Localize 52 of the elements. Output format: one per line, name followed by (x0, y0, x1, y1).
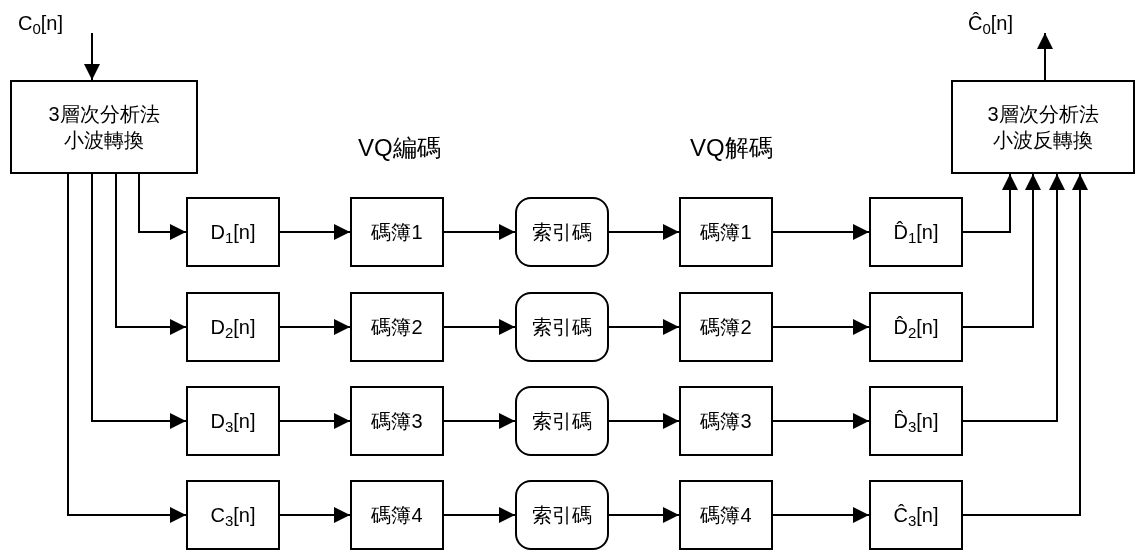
arrow (115, 173, 187, 335)
process-box: 碼簿3 (350, 386, 444, 456)
process-box: 3層次分析法小波轉換 (10, 80, 198, 174)
process-box: D$_{1}$[n] (186, 197, 280, 267)
arrow (91, 173, 187, 429)
process-box: 碼簿4 (350, 480, 444, 550)
arrow (84, 32, 100, 81)
arrow (772, 507, 870, 523)
arrow (608, 319, 680, 335)
process-box: 碼簿1 (350, 197, 444, 267)
arrow (443, 224, 516, 240)
arrow (962, 173, 1018, 233)
process-box: 碼簿1 (679, 197, 773, 267)
arrow (608, 413, 680, 429)
process-box: Ĉ$_{3}$[n] (869, 480, 963, 550)
arrow (1037, 32, 1053, 81)
arrow (279, 224, 351, 240)
stage-label: VQ編碼 (358, 133, 441, 163)
process-box: D̂$_{1}$[n] (869, 197, 963, 267)
arrow (772, 224, 870, 240)
process-box: 3層次分析法小波反轉換 (951, 80, 1135, 174)
process-box: D$_{3}$[n] (186, 386, 280, 456)
process-box: 碼簿2 (350, 292, 444, 362)
arrow (962, 173, 1088, 516)
arrow (279, 507, 351, 523)
stage-label: VQ解碼 (690, 133, 773, 163)
process-box: 碼簿3 (679, 386, 773, 456)
arrow (608, 224, 680, 240)
rounded-box: 索引碼 (515, 292, 609, 362)
arrow (443, 413, 516, 429)
process-box: 碼簿4 (679, 480, 773, 550)
signal-label: C$_{0}$[n] (18, 11, 64, 38)
process-box: C$_{3}$[n] (186, 480, 280, 550)
rounded-box: 索引碼 (515, 197, 609, 267)
arrow (772, 413, 870, 429)
arrow (962, 173, 1065, 422)
rounded-box: 索引碼 (515, 386, 609, 456)
rounded-box: 索引碼 (515, 480, 609, 550)
arrow (443, 319, 516, 335)
arrow (138, 173, 187, 240)
signal-label: Ĉ$_{0}$[n] (968, 11, 1014, 38)
arrow (279, 319, 351, 335)
process-box: D̂$_{3}$[n] (869, 386, 963, 456)
arrow (443, 507, 516, 523)
arrow (962, 173, 1041, 328)
process-box: D̂$_{2}$[n] (869, 292, 963, 362)
process-box: D$_{2}$[n] (186, 292, 280, 362)
arrow (772, 319, 870, 335)
process-box: 碼簿2 (679, 292, 773, 362)
arrow (67, 173, 187, 523)
arrow (608, 507, 680, 523)
arrow (279, 413, 351, 429)
